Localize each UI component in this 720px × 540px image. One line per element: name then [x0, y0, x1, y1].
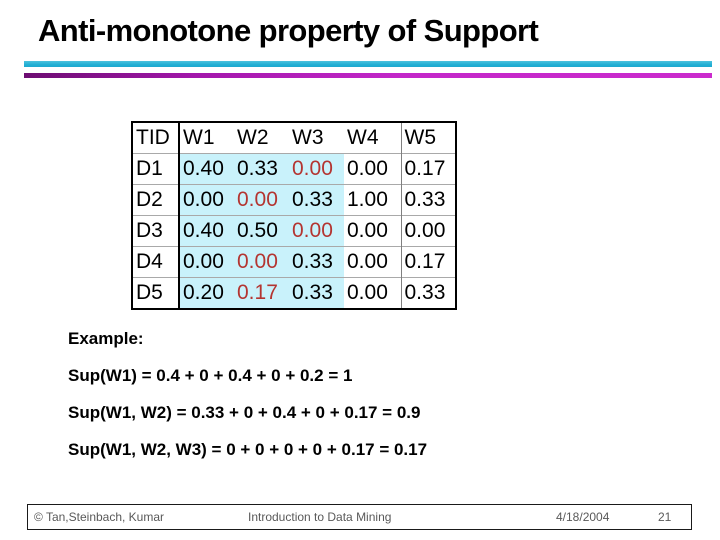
footer-copyright: © Tan,Steinbach, Kumar [34, 510, 165, 524]
footer-course-title: Introduction to Data Mining [248, 510, 392, 524]
table-cell: 0.00 [289, 215, 344, 247]
table-header-w4: W4 [344, 122, 402, 154]
table-cell: 0.00 [289, 153, 344, 185]
table-cell: 0.33 [234, 153, 289, 185]
table-cell: 1.00 [344, 184, 402, 216]
table-cell: 0.00 [179, 184, 234, 216]
example-label: Example: [68, 329, 144, 348]
table-cell: 0.33 [401, 277, 456, 309]
table-header-tid: TID [132, 122, 180, 154]
table-cell: 0.00 [344, 153, 402, 185]
table-header-w3: W3 [292, 126, 324, 149]
table-cell: 0.40 [179, 153, 234, 185]
table-header-w1: W1 [183, 126, 215, 149]
table-header-w5: W5 [404, 126, 437, 149]
table-cell-tid: D5 [132, 277, 180, 309]
equation-sup-w1: Sup(W1) = 0.4 + 0 + 0.4 + 0 + 0.2 = 1 [68, 366, 353, 385]
footer-page-number: 21 [658, 510, 672, 524]
table-cell: 0.17 [401, 153, 456, 185]
table-header-row: TID W1 W2 W3 W4 W5 [132, 122, 456, 154]
table-cell-tid: D4 [132, 246, 180, 278]
table-cell: 0.17 [234, 277, 289, 309]
table-cell: 0.00 [344, 277, 402, 309]
table-cell-tid: D1 [132, 153, 180, 185]
footer-date: 4/18/2004 [556, 510, 610, 524]
table-cell: 0.50 [234, 215, 289, 247]
table-cell: 0.33 [289, 277, 344, 309]
table-cell: 0.00 [344, 246, 402, 278]
table-cell: 0.40 [179, 215, 234, 247]
table-cell: 0.33 [401, 184, 456, 216]
table-cell-tid: D3 [132, 215, 180, 247]
table-cell: 0.17 [401, 246, 456, 278]
table-cell: 0.00 [179, 246, 234, 278]
table-cell: 0.00 [401, 215, 456, 247]
table-cell: 0.00 [234, 184, 289, 216]
equation-sup-w1-w2: Sup(W1, W2) = 0.33 + 0 + 0.4 + 0 + 0.17 … [68, 403, 421, 422]
slide-title: Anti-monotone property of Support [38, 13, 539, 48]
table-cell: 0.33 [289, 184, 344, 216]
divider-cyan-rule [24, 61, 712, 67]
footer-bar: © Tan,Steinbach, Kumar Introduction to D… [27, 504, 692, 530]
table-cell: 0.00 [344, 215, 402, 247]
table-cell: 0.33 [289, 246, 344, 278]
table-cell-tid: D2 [132, 184, 180, 216]
divider-magenta-rule [24, 73, 712, 78]
equation-sup-w1-w2-w3: Sup(W1, W2, W3) = 0 + 0 + 0 + 0 + 0.17 =… [68, 440, 428, 459]
table-cell: 0.00 [234, 246, 289, 278]
table-cell: 0.20 [179, 277, 234, 309]
table-header-w2: W2 [237, 126, 269, 149]
